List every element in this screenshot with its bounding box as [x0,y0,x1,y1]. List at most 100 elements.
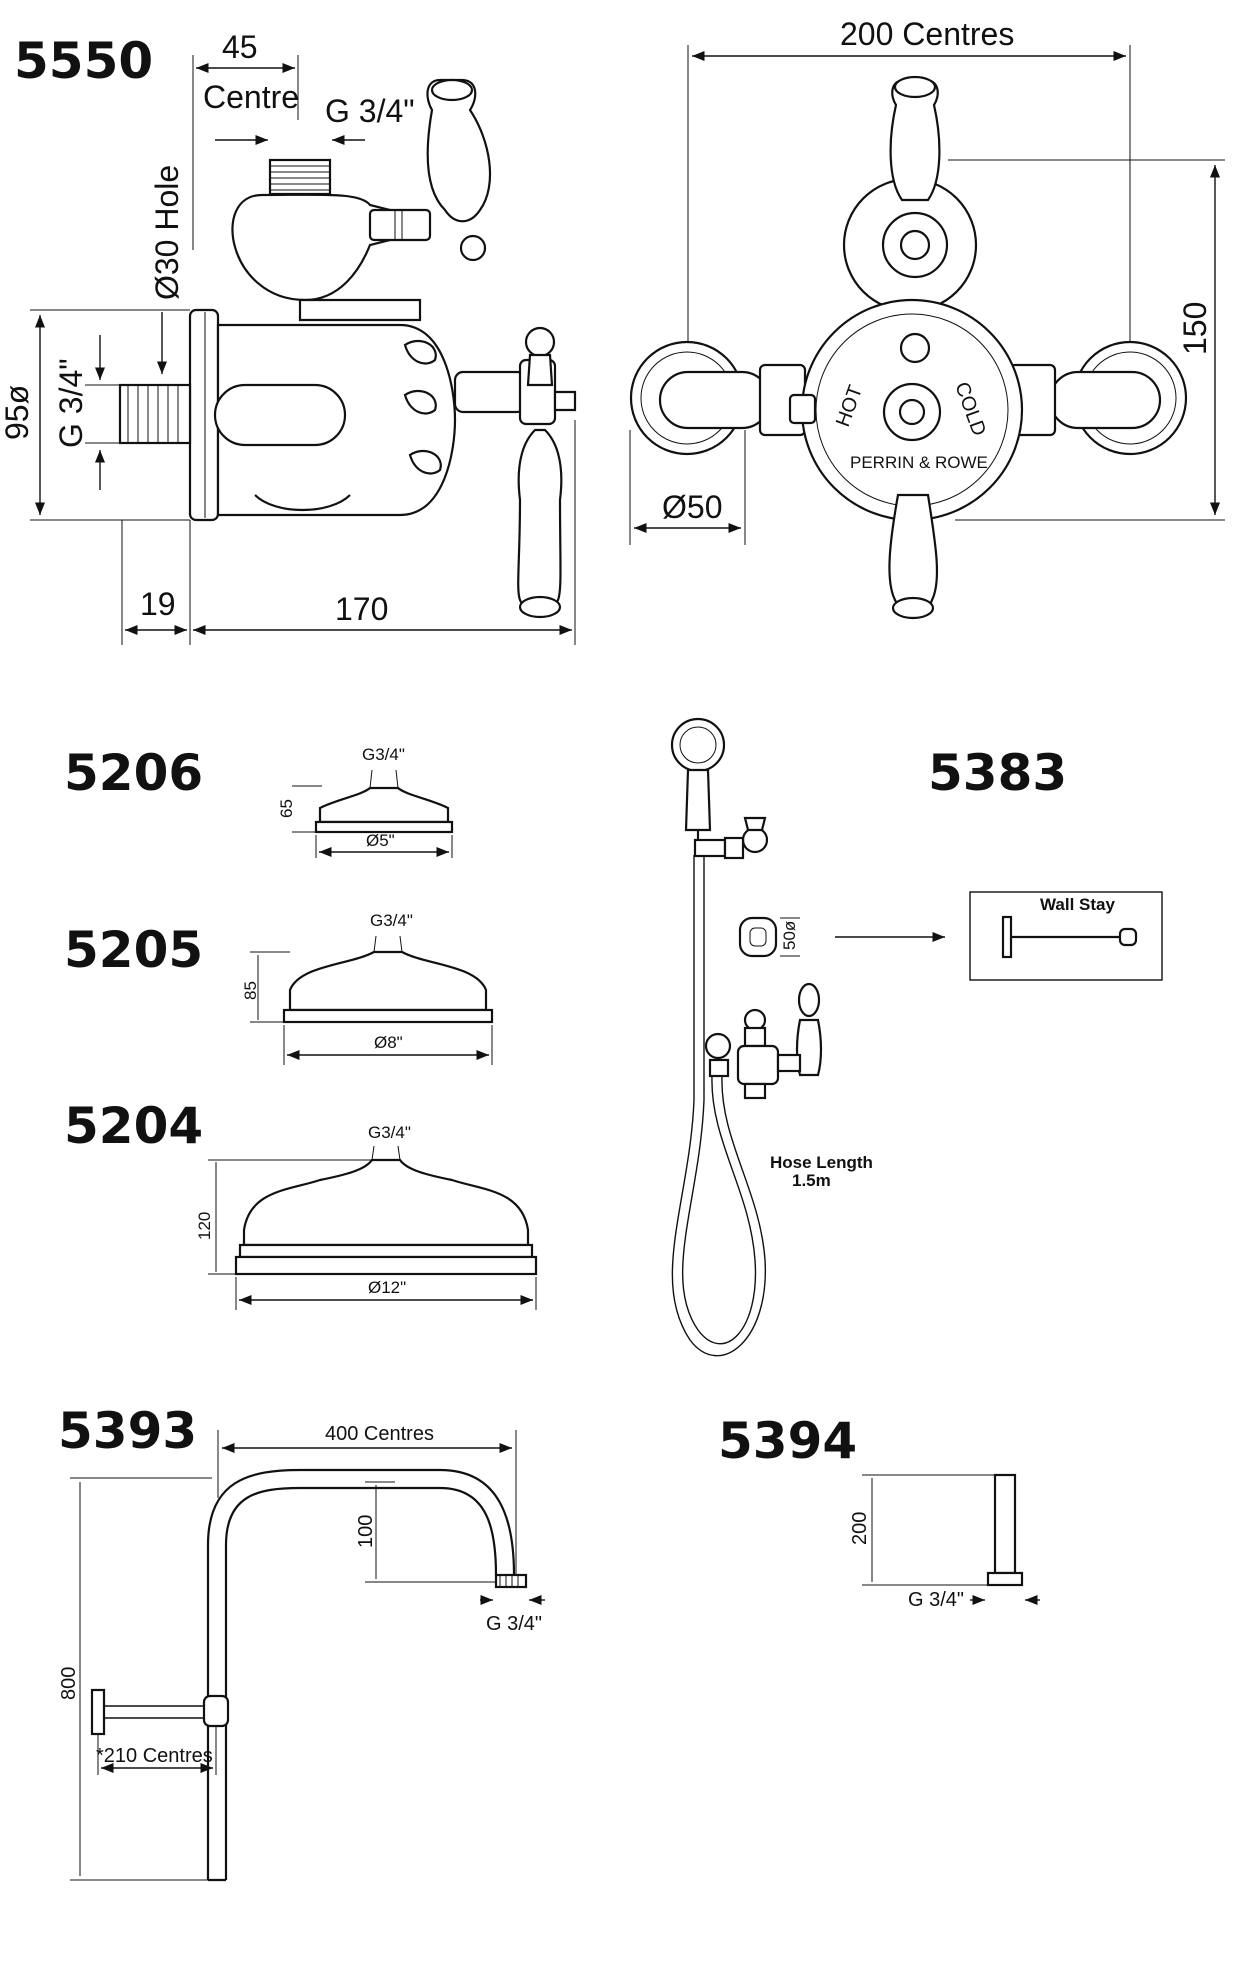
product-5206-shower-head: 5206 G3/4" 65 Ø5" [64,744,454,858]
head-band [238,1243,534,1259]
product-code-5204: 5204 [64,1097,203,1155]
hand-shower-face [679,726,717,764]
product-code-5383: 5383 [928,744,1067,802]
dim-centre-value: 45 [222,29,258,65]
thread-label: G3/4" [370,911,413,930]
thread-tick [395,769,399,789]
wall-stay-ring [738,916,778,958]
inlet-pipe [213,383,347,447]
diameter-label: Ø8" [374,1033,403,1052]
hose-length-label: Hose Length [770,1153,873,1172]
dial-lever-cap [891,596,935,620]
dim-hole: Ø30 Hole [149,165,185,300]
hose-connector [704,1032,732,1060]
hand-shower-handle [684,768,712,832]
product-5393-riser-arm: 5393 400 Centres 100 G 3/4" 800 *21 [58,1402,545,1882]
wall-centres-label: *210 Centres [96,1745,213,1767]
valve-stem [776,1053,802,1073]
top-inlet-thread [268,158,332,196]
valve-lever [795,1018,823,1077]
head-rim [234,1255,538,1276]
head-dome [318,786,450,824]
thread-lines [127,385,179,443]
dim-depth-small: 19 [140,586,176,622]
head-dome [288,950,488,1012]
thread-lines [270,165,330,191]
upper-valve-collar [368,208,432,242]
thread-lines [499,1575,519,1587]
diameter-label: Ø5" [366,831,395,850]
detail-wall-plate [1001,915,1013,959]
thread-label: G 3/4" [908,1589,964,1611]
holder-knob [741,826,769,854]
detail-ring [1118,927,1138,947]
lever-knob-top [524,326,556,358]
thread-label: G 3/4" [486,1613,542,1635]
product-code-5205: 5205 [64,921,203,979]
hose-nut [708,1058,730,1078]
holder-bracket [693,838,727,858]
head-rim [314,820,454,834]
neck [298,298,422,322]
holder-nut [723,836,745,860]
side-screw [788,393,817,425]
left-elbow-pipe [658,370,772,430]
body-dimple [408,449,442,475]
thread-tick [371,1145,375,1161]
flow-control-centre [899,229,931,261]
product-5204-shower-head: 5204 G3/4" 120 Ø12" [64,1097,538,1310]
wall-stay-inner [749,927,767,947]
hose-inner [681,855,757,1345]
riser-outer [206,1468,516,1880]
dim-centres: 200 Centres [840,16,1014,52]
wall-bracket-clamp [202,1694,230,1728]
product-code-5394: 5394 [718,1412,857,1470]
top-lever-cap [893,75,937,99]
dim-total-height: 150 [1177,302,1213,355]
lever-pivot [459,234,487,262]
height-label: 85 [241,981,260,1000]
dim-thread-top: G 3/4" [325,93,415,129]
height-label: 120 [195,1212,214,1240]
dial-brand-label: PERRIN & ROWE [850,453,988,472]
product-5550-side-view: 5550 45 Centre G 3/4" Ø30 Hole [0,29,577,645]
thread-label: G3/4" [362,745,405,764]
thread-tick [369,769,373,789]
head-dome [242,1158,530,1247]
hose [671,855,766,1357]
valve-lever-top [797,982,821,1018]
spindle-end [553,390,577,412]
wall-stay-detail-box [969,891,1163,981]
inlet-thread-side [118,383,192,445]
valve-nut-top [743,1026,767,1048]
right-elbow-pipe [1048,370,1162,430]
hose-length-value: 1.5m [792,1171,831,1190]
body-base-curve [254,494,351,511]
dim-depth: 170 [335,591,388,627]
body-dimple [403,389,437,415]
wall-stay-label: Wall Stay [1040,895,1115,914]
diameter-label: Ø12" [368,1278,406,1297]
height-label: 200 [849,1512,871,1545]
extension-nut [986,1571,1024,1587]
dim-thread-side: G 3/4" [53,358,89,448]
centres-label: 400 Centres [325,1423,434,1445]
wall-plate [188,308,220,522]
dial-hub-centre [898,398,926,426]
lever-cap [430,78,474,102]
product-code-5393: 5393 [58,1402,197,1460]
upper-lever-handle [426,78,492,223]
height-label: 65 [277,799,296,818]
body-dimple [403,339,437,365]
riser-inner [224,1486,498,1880]
thread-label: G3/4" [368,1123,411,1142]
dim-dia: Ø50 [662,489,722,525]
head-rim [282,1008,494,1024]
wall-bracket-plate [90,1688,106,1736]
dial-knob-top [899,332,931,364]
dim-centre-label: Centre [203,79,299,115]
thread-tick [399,935,403,953]
lever-cap-bottom [518,595,562,619]
thread-tick [397,1145,401,1161]
